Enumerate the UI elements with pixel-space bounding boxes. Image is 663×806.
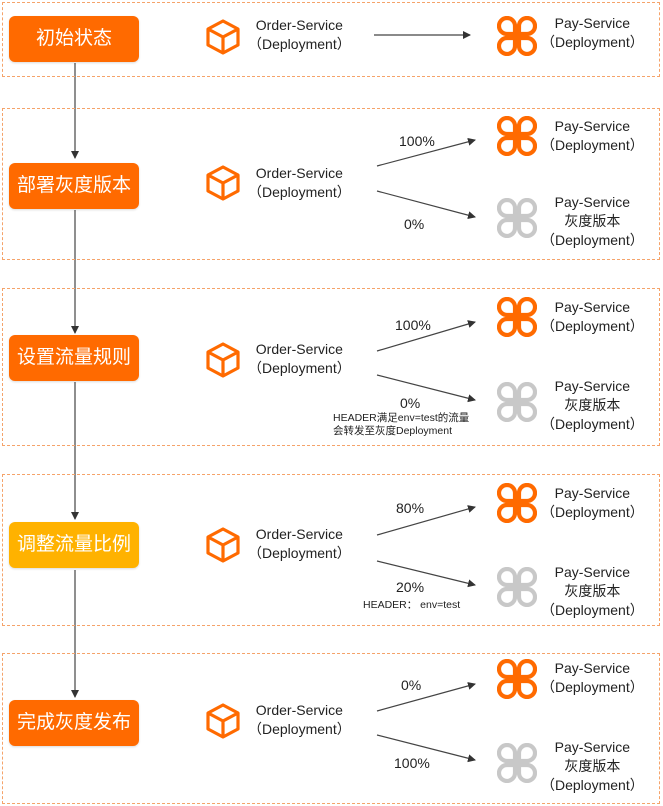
traffic-arrow-main [376,505,476,536]
order-service-label: Order-Service （Deployment） [248,164,351,202]
cube-icon [206,165,240,201]
traffic-arrow-gray [376,734,476,763]
order-service-name: Order-Service [255,17,343,33]
pay-service-label: Pay-Service （Deployment） [541,484,644,522]
traffic-arrow-main [376,682,476,712]
pay-service-name: Pay-Service [554,118,631,134]
four-petal-icon [497,116,537,156]
pay-service-kind: （Deployment） [541,777,644,793]
traffic-percent-gray: 20% [396,579,425,595]
cube-icon [206,342,240,378]
pay-service-kind: （Deployment） [541,34,644,50]
pay-service-name: Pay-Service [554,15,631,31]
pay-service-name: Pay-Service [554,378,631,394]
pay-service-label: Pay-Service （Deployment） [541,14,644,52]
traffic-percent-gray: 0% [400,395,421,411]
traffic-header-note: HEADER： env=test [363,599,461,611]
step-deploy-gray-button[interactable]: 部署灰度版本 [9,163,139,209]
pay-service-kind: （Deployment） [541,416,644,432]
four-petal-gray-icon [497,743,537,783]
order-service-kind: （Deployment） [248,545,351,561]
step-traffic-rule-button[interactable]: 设置流量规则 [9,335,139,381]
gray-version-label: 灰度版本 [564,758,621,774]
four-petal-icon [497,16,537,56]
pay-service-name: Pay-Service [554,485,631,501]
four-petal-gray-icon [497,198,537,238]
order-service-name: Order-Service [255,526,343,542]
traffic-arrow-main [376,320,476,352]
four-petal-gray-icon [497,382,537,422]
four-petal-icon [497,483,537,523]
pay-service-kind: （Deployment） [541,504,644,520]
step-initial-button[interactable]: 初始状态 [9,16,139,62]
four-petal-icon [497,297,537,337]
pay-service-name: Pay-Service [554,299,631,315]
traffic-rule-note: HEADER满足env=test的流量 会转发至灰度Deployment [333,412,469,438]
traffic-percent-main: 100% [395,317,431,333]
pay-service-gray-label: Pay-Service 灰度版本 （Deployment） [541,563,644,620]
traffic-percent-main: 80% [396,500,425,516]
four-petal-icon [497,659,537,699]
pay-service-name: Pay-Service [554,564,631,580]
cube-icon [206,527,240,563]
traffic-arrow-gray [376,560,476,588]
gray-version-label: 灰度版本 [564,213,621,229]
stage-deploy-gray [2,108,660,260]
pay-service-kind: （Deployment） [541,137,644,153]
four-petal-gray-icon [497,567,537,607]
traffic-percent-main: 100% [399,133,435,149]
cube-icon [206,19,240,55]
gray-version-label: 灰度版本 [564,397,621,413]
pay-service-kind: （Deployment） [541,679,644,695]
pay-service-kind: （Deployment） [541,232,644,248]
pay-service-gray-label: Pay-Service 灰度版本 （Deployment） [541,738,644,795]
cube-icon [206,703,240,739]
pay-service-kind: （Deployment） [541,602,644,618]
traffic-rule-note-line1: HEADER满足env=test的流量 [333,412,470,424]
pay-service-kind: （Deployment） [541,318,644,334]
pay-service-label: Pay-Service （Deployment） [541,298,644,336]
step-adjust-ratio-button[interactable]: 调整流量比例 [9,522,139,568]
pay-service-gray-label: Pay-Service 灰度版本 （Deployment） [541,377,644,434]
gray-version-label: 灰度版本 [564,583,621,599]
order-service-name: Order-Service [255,165,343,181]
traffic-arrow-main [376,137,476,167]
order-service-name: Order-Service [255,702,343,718]
step-complete-button[interactable]: 完成灰度发布 [9,700,139,746]
order-service-label: Order-Service （Deployment） [248,340,351,378]
pay-service-name: Pay-Service [554,194,631,210]
order-service-label: Order-Service （Deployment） [248,701,351,739]
stage-initial [2,2,660,77]
pay-service-name: Pay-Service [554,739,631,755]
stage-adjust-ratio [2,474,660,626]
pay-service-name: Pay-Service [554,660,631,676]
pay-service-gray-label: Pay-Service 灰度版本 （Deployment） [541,193,644,250]
traffic-percent-gray: 100% [394,755,430,771]
stage-complete [2,653,660,804]
order-service-kind: （Deployment） [248,721,351,737]
order-service-kind: （Deployment） [248,360,351,376]
traffic-arrow-gray [376,190,476,220]
pay-service-label: Pay-Service （Deployment） [541,659,644,697]
pay-service-label: Pay-Service （Deployment） [541,117,644,155]
order-service-kind: （Deployment） [248,36,351,52]
traffic-arrow-gray [376,374,476,403]
order-service-kind: （Deployment） [248,184,351,200]
traffic-percent-gray: 0% [404,216,425,232]
traffic-percent-main: 0% [401,677,422,693]
order-service-name: Order-Service [255,341,343,357]
order-service-label: Order-Service （Deployment） [248,525,351,563]
traffic-rule-note-line2: 会转发至灰度Deployment [333,425,453,437]
stage-traffic-rule [2,288,660,446]
order-service-label: Order-Service （Deployment） [248,16,351,54]
